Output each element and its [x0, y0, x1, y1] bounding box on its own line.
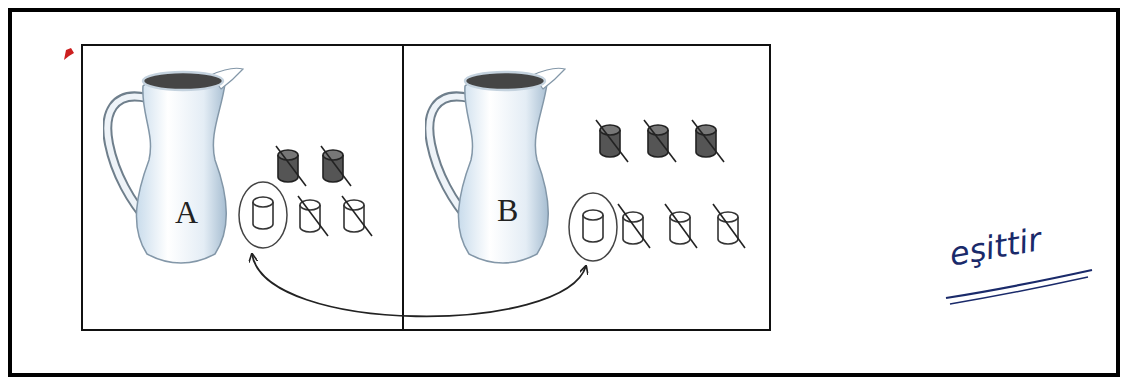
white-cup: [718, 212, 738, 244]
circle-mark: [239, 182, 287, 248]
white-cup: [583, 210, 603, 242]
circle-mark: [569, 193, 617, 261]
white-cup: [670, 212, 690, 244]
cross-out-line: [276, 146, 306, 186]
cross-out-line: [298, 196, 328, 236]
dark-cup: [278, 150, 298, 182]
white-cup: [300, 200, 320, 232]
cross-out-line: [618, 204, 650, 248]
cross-out-line: [596, 120, 628, 162]
comparison-arrow: [252, 254, 586, 316]
pitcher: A: [103, 62, 248, 274]
outer-border: [10, 10, 1118, 375]
white-cup: [344, 200, 364, 232]
panel-frame: [82, 45, 770, 330]
pitcher-letter: B: [497, 194, 518, 226]
cross-out-line: [321, 146, 351, 186]
pitcher: B: [425, 62, 570, 274]
label-holder: eşittir: [950, 238, 1042, 273]
panel-divider: [402, 45, 404, 330]
cross-out-line: [713, 204, 745, 248]
white-cup: [623, 212, 643, 244]
pitcher-shape: [425, 62, 570, 274]
cross-out-line: [644, 120, 676, 162]
cross-out-line: [692, 120, 724, 162]
cross-out-line: [342, 196, 372, 236]
underline: [946, 270, 1092, 298]
cross-out-line: [665, 204, 697, 248]
pitcher-letter: A: [175, 196, 198, 228]
pitcher-shape: [103, 62, 248, 274]
underline: [950, 277, 1088, 304]
white-cup: [253, 197, 273, 229]
handwritten-note: eşittir: [947, 222, 1044, 273]
red-mark: [64, 48, 74, 60]
dark-cup: [323, 150, 343, 182]
